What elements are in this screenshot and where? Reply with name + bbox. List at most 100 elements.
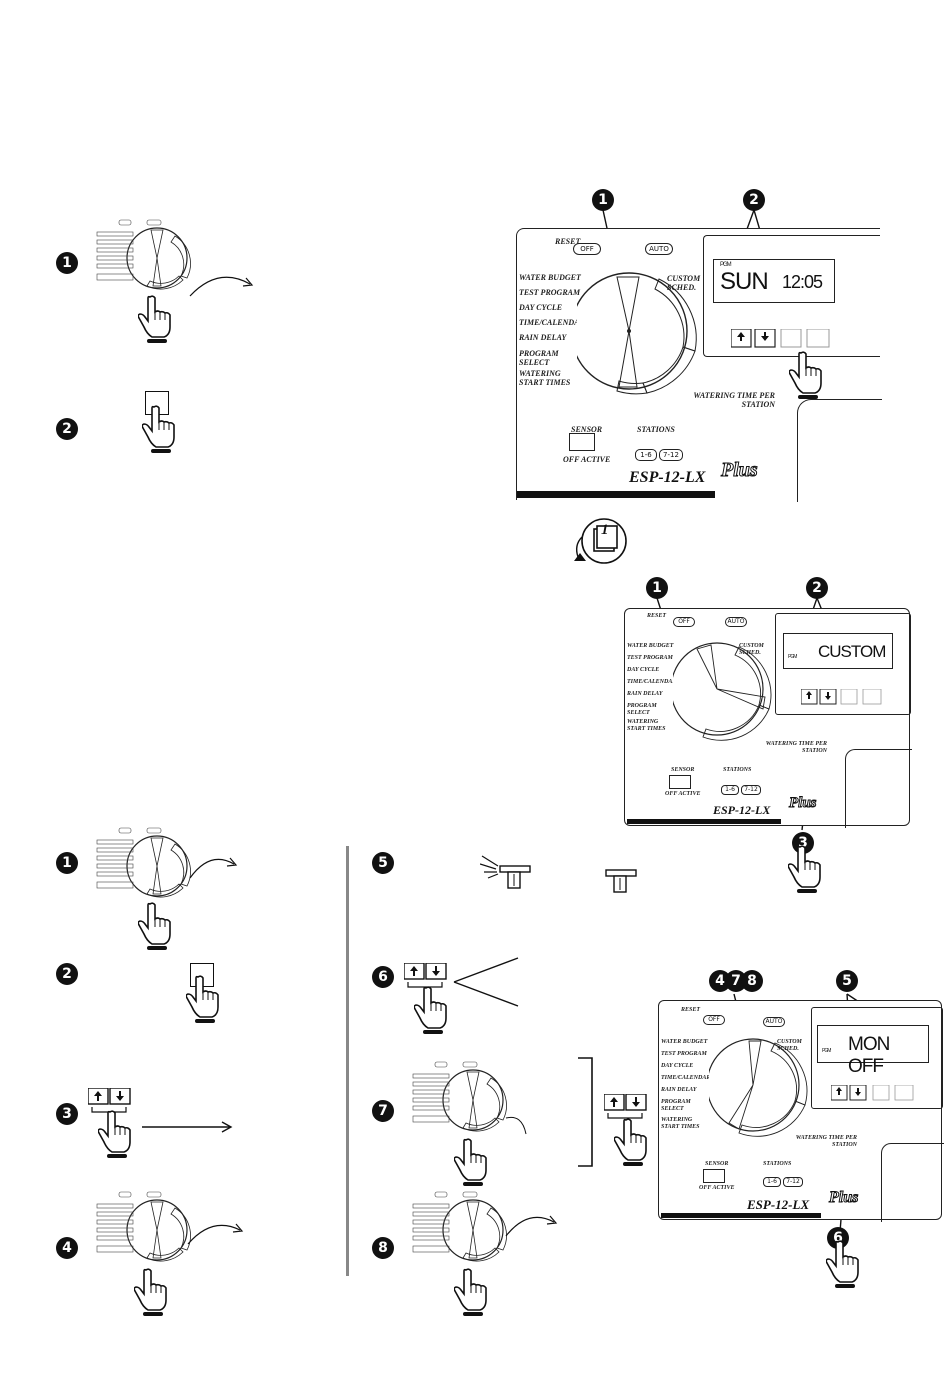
- lcd-screen-mid: PGM CUSTOM: [783, 633, 893, 669]
- off-button[interactable]: OFF: [573, 243, 601, 255]
- label-time-calendar-bottom: TIME/CALENDAR: [661, 1075, 711, 1081]
- callout-badge-5: 5: [836, 970, 858, 992]
- lcd-small-bottom: PGM: [822, 1048, 831, 1054]
- hand-pointer-icon: [186, 975, 219, 1024]
- sensor-diamond-icon: [569, 433, 595, 451]
- label-water-budget-mid: WATER BUDGET: [627, 643, 674, 649]
- hand-pointer-icon: [138, 295, 171, 344]
- step-badge-2-bottom: 2: [56, 963, 78, 985]
- label-watering-time-mid: WATERING TIME PER STATION: [765, 741, 827, 754]
- label-rain-delay-bottom: RAIN DELAY: [661, 1087, 697, 1093]
- off-button-bottom[interactable]: OFF: [703, 1015, 725, 1025]
- label-sensor-states-mid: OFF ACTIVE: [665, 791, 701, 797]
- label-custom-sched-bottom: CUSTOM SCHED.: [777, 1039, 802, 1052]
- stations-7-12-mid[interactable]: 7-12: [741, 785, 761, 795]
- label-day-cycle-mid: DAY CYCLE: [627, 667, 660, 673]
- model-name-mid: ESP-12-LX: [713, 803, 771, 817]
- branch-lines: [453, 957, 519, 1007]
- label-reset-mid: RESET: [647, 613, 667, 619]
- display-housing-mid: [775, 613, 911, 715]
- label-program-select-mid: PROGRAM SELECT: [627, 703, 657, 716]
- off-button-mid[interactable]: OFF: [673, 617, 695, 627]
- label-stations: STATIONS: [637, 425, 675, 434]
- label-stations-bottom: STATIONS: [763, 1161, 792, 1167]
- step-badge-1-bottom: 1: [56, 852, 78, 874]
- section-divider: [346, 846, 349, 1276]
- display-housing-bottom: [811, 1007, 943, 1109]
- arrow-icon: [505, 1116, 527, 1135]
- label-watering-start-times: WATERING START TIMES: [519, 369, 571, 387]
- model-name-bottom: ESP-12-LX: [747, 1197, 810, 1212]
- hand-pointer-icon: [142, 405, 175, 454]
- label-time-calendar: TIME/CALENDAR: [519, 318, 585, 327]
- label-sensor-mid: SENSOR: [671, 767, 695, 773]
- label-reset: RESET: [555, 237, 581, 246]
- program-dial[interactable]: [577, 259, 757, 419]
- program-dial-mid[interactable]: [673, 631, 793, 761]
- label-water-budget: WATER BUDGET: [519, 273, 581, 282]
- program-dial-bottom[interactable]: [709, 1027, 829, 1157]
- panel-bottom-bar-bottom: [661, 1213, 821, 1218]
- hand-pointer-icon: [414, 986, 447, 1035]
- auto-button[interactable]: AUTO: [645, 243, 673, 255]
- hand-pointer-icon: [789, 351, 822, 400]
- controller-panel-mid: RESET OFF AUTO WATER BUDGET TEST PROGRAM…: [624, 608, 912, 828]
- sprinkler-off-icon: [605, 869, 637, 893]
- bracket: [578, 1057, 593, 1167]
- callout-badge-8: 8: [741, 970, 763, 992]
- stations-1-6-button[interactable]: 1-6: [635, 449, 657, 461]
- calendar-cycle-icon: [574, 518, 627, 564]
- label-test-program-mid: TEST PROGRAM: [627, 655, 673, 661]
- step-badge-7: 7: [372, 1100, 394, 1122]
- hand-pointer-icon: [454, 1268, 487, 1317]
- hand-pointer-icon: [134, 1268, 167, 1317]
- label-day-cycle-bottom: DAY CYCLE: [661, 1063, 694, 1069]
- label-sensor: SENSOR: [571, 425, 603, 434]
- step-badge-4-bottom: 4: [56, 1237, 78, 1259]
- step-badge-2-top: 2: [56, 418, 78, 440]
- stations-1-6-mid[interactable]: 1-6: [721, 785, 739, 795]
- label-stations-mid: STATIONS: [723, 767, 752, 773]
- label-program-select-bottom: PROGRAM SELECT: [661, 1099, 691, 1112]
- sensor-box-bottom: [703, 1169, 725, 1183]
- panel-bottom-bar: [517, 491, 715, 498]
- step-badge-1-top: 1: [56, 252, 78, 274]
- hand-pointer-icon: [826, 1240, 859, 1289]
- hand-pointer-icon: [454, 1138, 487, 1187]
- model-name: ESP-12-LX: [629, 469, 706, 486]
- label-test-program-bottom: TEST PROGRAM: [661, 1051, 707, 1057]
- label-time-calendar-mid: TIME/CALENDAR: [627, 679, 677, 685]
- side-notch: [797, 399, 882, 502]
- label-sensor-bottom: SENSOR: [705, 1161, 729, 1167]
- controller-panel-bottom: RESET OFF AUTO WATER BUDGET TEST PROGRAM…: [658, 1000, 944, 1222]
- lcd-mon-off-text: MON OFF: [848, 1034, 890, 1077]
- stations-7-12-button[interactable]: 7-12: [659, 449, 683, 461]
- callout-badge-2-mid: 2: [806, 577, 828, 599]
- stations-7-12-bottom[interactable]: 7-12: [783, 1177, 803, 1187]
- controller-panel-top: RESET OFF AUTO WATER BUDGET TEST PROGRAM…: [516, 228, 882, 502]
- lcd-day: SUN: [720, 268, 769, 295]
- lcd-custom-text: CUSTOM: [818, 642, 886, 661]
- control-buttons-mid[interactable]: [801, 689, 891, 707]
- hand-pointer-icon: [98, 1110, 131, 1159]
- control-buttons-bottom[interactable]: [831, 1085, 921, 1103]
- calendar-number: 1: [601, 522, 609, 538]
- auto-button-bottom[interactable]: AUTO: [763, 1017, 785, 1027]
- lcd-small-label: PGM: [720, 262, 732, 268]
- lcd-screen-bottom: PGM MON OFF: [817, 1025, 929, 1077]
- label-rain-delay: RAIN DELAY: [519, 333, 567, 342]
- label-water-budget-bottom: WATER BUDGET: [661, 1039, 708, 1045]
- label-watering-start-mid: WATERING START TIMES: [627, 719, 666, 732]
- label-program-select: PROGRAM SELECT: [519, 349, 559, 367]
- label-reset-bottom: RESET: [681, 1007, 701, 1013]
- auto-button-mid[interactable]: AUTO: [725, 617, 747, 627]
- control-buttons[interactable]: [731, 329, 841, 351]
- label-sensor-states: OFF ACTIVE: [563, 455, 611, 464]
- label-test-program: TEST PROGRAM: [519, 288, 581, 297]
- display-housing: [703, 235, 880, 357]
- hand-pointer-icon: [138, 902, 171, 951]
- stations-1-6-bottom[interactable]: 1-6: [763, 1177, 781, 1187]
- hand-pointer-icon: [788, 845, 821, 894]
- lcd-small-mid: PGM: [788, 654, 797, 660]
- hand-pointer-icon: [614, 1118, 647, 1167]
